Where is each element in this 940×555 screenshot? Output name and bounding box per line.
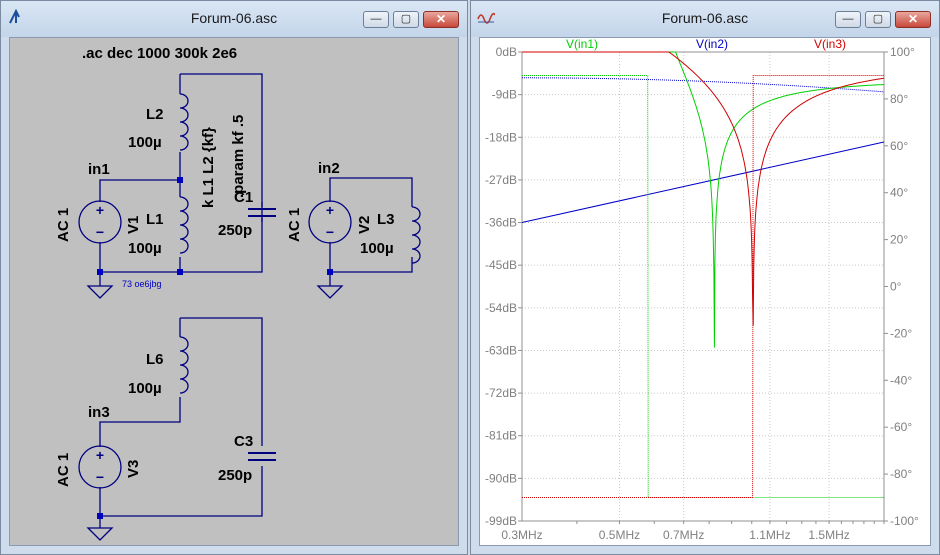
schematic-canvas[interactable]: + − + − + − .ac dec 1000 300k 2e6 L2 100µ k… xyxy=(9,37,459,546)
close-icon: ✕ xyxy=(435,12,447,26)
legend-in1[interactable]: V(in1) xyxy=(566,38,598,51)
trace-in1-phase[interactable] xyxy=(522,75,884,498)
v1-label[interactable]: V1 xyxy=(125,216,142,234)
svg-text:+: + xyxy=(96,447,104,463)
l1-label[interactable]: L1 xyxy=(146,211,164,228)
x-tick-label: 1.1MHz xyxy=(749,528,790,542)
y-tick-label-deg: -20° xyxy=(890,326,912,340)
svg-text:−: − xyxy=(96,469,104,485)
l2-value[interactable]: 100µ xyxy=(128,134,162,151)
trace-in2-magnitude[interactable] xyxy=(521,141,885,224)
y-tick-label-db: -45dB xyxy=(485,258,517,272)
v2-value[interactable]: AC 1 xyxy=(286,208,303,242)
l3-label[interactable]: L3 xyxy=(377,211,395,228)
svg-text:+: + xyxy=(96,202,104,218)
v3-label[interactable]: V3 xyxy=(125,460,142,478)
maximize-icon: ▢ xyxy=(400,13,412,25)
y-tick-label-deg: -40° xyxy=(890,373,912,387)
maximize-icon: ▢ xyxy=(872,13,884,25)
x-tick-label: 0.5MHz xyxy=(599,528,640,542)
close-button[interactable]: ✕ xyxy=(895,11,931,28)
y-tick-label-deg: 80° xyxy=(890,92,908,106)
c3-value[interactable]: 250p xyxy=(218,467,252,484)
legend-in2[interactable]: V(in2) xyxy=(696,38,728,51)
l2-label[interactable]: L2 xyxy=(146,106,164,123)
y-tick-label-deg: 60° xyxy=(890,139,908,153)
x-tick-label: 0.3MHz xyxy=(501,528,542,542)
plot-pane[interactable]: 0dB -9dB -18dB -27dB -36dB -45dB -54dB -63dB -72… xyxy=(479,37,931,546)
l6-label[interactable]: L6 xyxy=(146,351,164,368)
minimize-button[interactable]: — xyxy=(363,11,389,28)
waveform-window: Forum-06.asc — ▢ ✕ 0dB -9dB -18dB -27dB -36d… xyxy=(470,0,940,555)
x-tick-label: 1.5MHz xyxy=(808,528,849,542)
schematic-titlebar[interactable]: Forum-06.asc — ▢ ✕ xyxy=(1,1,467,37)
close-icon: ✕ xyxy=(907,12,919,26)
ac-directive[interactable]: .ac dec 1000 300k 2e6 xyxy=(82,45,237,62)
param-directive[interactable]: .param kf .5 xyxy=(230,115,247,198)
y-tick-label-deg: 20° xyxy=(890,233,908,247)
maximize-button[interactable]: ▢ xyxy=(393,11,419,28)
trace-in3-phase[interactable] xyxy=(522,75,884,498)
waveform-viewer-icon xyxy=(477,12,495,24)
schematic-title: Forum-06.asc xyxy=(190,10,278,26)
legend-in3[interactable]: V(in3) xyxy=(814,38,846,51)
trace-in3-magnitude[interactable] xyxy=(522,51,885,326)
minimize-button[interactable]: — xyxy=(835,11,861,28)
y-tick-label-db: -63dB xyxy=(485,343,517,357)
k-directive[interactable]: k L1 L2 {kf} xyxy=(200,127,217,208)
v3-value[interactable]: AC 1 xyxy=(55,453,72,487)
v2-label[interactable]: V2 xyxy=(356,216,373,234)
y-tick-label-db: -54dB xyxy=(485,301,517,315)
waveform-titlebar[interactable]: Forum-06.asc — ▢ ✕ xyxy=(471,1,939,37)
y-tick-label-db: -27dB xyxy=(485,173,517,187)
close-button[interactable]: ✕ xyxy=(423,11,459,28)
y-tick-label-db: -36dB xyxy=(485,216,517,230)
y-tick-label-deg: -100° xyxy=(890,514,919,528)
v1-value[interactable]: AC 1 xyxy=(55,208,72,242)
c1-value[interactable]: 250p xyxy=(218,222,252,239)
l1-value[interactable]: 100µ xyxy=(128,240,162,257)
y-tick-label-db: -81dB xyxy=(485,429,517,443)
maximize-button[interactable]: ▢ xyxy=(865,11,891,28)
c3-label[interactable]: C3 xyxy=(234,433,253,450)
svg-text:−: − xyxy=(326,224,334,240)
trace-in2-phase[interactable] xyxy=(521,77,885,93)
y-tick-label-deg: 0° xyxy=(890,280,902,294)
y-tick-label-db: -18dB xyxy=(485,130,517,144)
l3-value[interactable]: 100µ xyxy=(360,240,394,257)
y-tick-label-db: -90dB xyxy=(485,471,517,485)
y-tick-label-db: -9dB xyxy=(492,88,517,102)
y-tick-label-deg: 40° xyxy=(890,186,908,200)
waveform-title: Forum-06.asc xyxy=(661,10,749,26)
svg-text:+: + xyxy=(326,202,334,218)
svg-text:−: − xyxy=(96,224,104,240)
l6-value[interactable]: 100µ xyxy=(128,380,162,397)
plot-frame xyxy=(521,51,885,522)
y-tick-label-db: 0dB xyxy=(496,45,517,59)
trace-in1-magnitude[interactable] xyxy=(522,51,884,348)
net-in3: in3 xyxy=(88,404,110,421)
schematic-window: Forum-06.asc — ▢ ✕ xyxy=(0,0,468,555)
x-tick-label: 0.7MHz xyxy=(663,528,704,542)
net-in2: in2 xyxy=(318,160,340,177)
y-tick-label-deg: -60° xyxy=(890,420,912,434)
y-tick-label-deg: -80° xyxy=(890,467,912,481)
minimize-icon: — xyxy=(370,13,382,25)
y-tick-label-db: -72dB xyxy=(485,386,517,400)
y-tick-label-deg: 100° xyxy=(890,45,915,59)
minimize-icon: — xyxy=(842,13,854,25)
author-note[interactable]: 73 oe6jbg xyxy=(122,279,162,289)
net-in1: in1 xyxy=(88,161,110,178)
ltspice-schematic-icon xyxy=(9,9,20,24)
c1-label[interactable]: C1 xyxy=(234,189,253,206)
y-tick-label-db: -99dB xyxy=(485,514,517,528)
